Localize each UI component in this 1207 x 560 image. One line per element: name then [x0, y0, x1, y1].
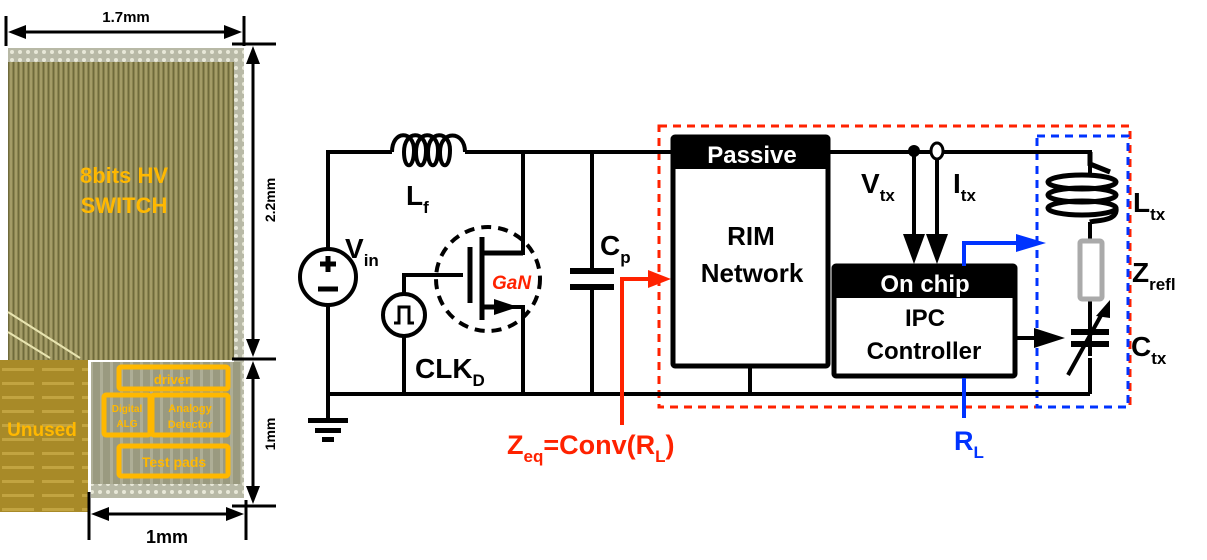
vin-label: Vin	[345, 233, 379, 270]
dimension-width-bottom	[87, 492, 248, 540]
lf-label: Lf	[406, 180, 429, 217]
ltx-label: Ltx	[1133, 187, 1166, 224]
diagonal-trace	[7, 331, 51, 359]
gan-label: GaN	[492, 273, 532, 294]
lf-inductor	[390, 133, 467, 168]
dimension-width-top	[4, 16, 246, 46]
zeq-label: Zeq=Conv(RL)	[507, 430, 675, 466]
unused-label: Unused	[7, 420, 77, 441]
vin-source	[298, 247, 358, 307]
dimension-height-top-label: 2.2mm	[262, 178, 278, 222]
hv-switch-die	[8, 48, 242, 360]
ipc-label-line1: IPC	[905, 305, 945, 332]
cp-capacitor	[570, 268, 614, 290]
rl-label: RL	[954, 426, 984, 462]
test-pads-block	[116, 443, 231, 479]
chip-photo: 8bits HV SWITCH Unused driver Digital AL…	[0, 9, 278, 547]
rim-label-line2: Network	[701, 258, 804, 288]
dimension-height-bottom	[232, 361, 276, 508]
ctx-variable-capacitor	[1066, 300, 1110, 376]
zeq-arrow	[620, 270, 671, 425]
dimension-height-bottom-label: 1mm	[262, 418, 278, 451]
ipc-controller-block	[831, 263, 1018, 379]
vtx-itx-probes	[903, 141, 948, 264]
onchip-header: On chip	[880, 271, 969, 298]
bottom-pad-row	[91, 484, 241, 498]
zrefl-label: Zrefl	[1132, 257, 1176, 294]
diagonal-trace	[7, 311, 81, 359]
dimension-height-top	[232, 42, 276, 361]
driver-block	[116, 364, 231, 392]
clk-source	[381, 292, 427, 338]
digital-label-line2: ALG	[116, 419, 137, 430]
ltx-coil	[1045, 152, 1119, 225]
unused-area	[0, 360, 88, 512]
ground-icon	[308, 418, 348, 442]
hv-switch-label-line2: SWITCH	[81, 193, 168, 218]
passive-header: Passive	[707, 142, 796, 169]
ipc-label-line2: Controller	[867, 338, 982, 365]
dimension-width-top-label: 1.7mm	[102, 9, 150, 26]
cp-label: Cp	[600, 230, 631, 267]
clk-label: CLKD	[415, 353, 485, 390]
itx-label: Itx	[953, 168, 976, 205]
right-pad-column	[234, 48, 244, 498]
circuit-schematic: Lf Vin CLKD GaN	[298, 124, 1176, 466]
driver-label: driver	[154, 372, 190, 387]
blue-dashed-boundary	[1035, 134, 1130, 409]
ctx-label: Ctx	[1131, 331, 1167, 368]
hv-switch-label-line1: 8bits HV	[80, 163, 168, 188]
analog-label-line2: Detector	[168, 419, 213, 431]
zrefl-impedance	[1077, 238, 1105, 302]
test-pads-label: Test pads	[142, 454, 207, 470]
top-pad-row	[8, 48, 242, 62]
ctx-control-arrow	[1015, 328, 1065, 348]
digital-label-line1: Digital	[112, 404, 143, 415]
analog-detector-block	[149, 392, 231, 438]
vtx-label: Vtx	[861, 168, 895, 205]
red-dashed-boundary	[657, 124, 1132, 409]
gan-transistor	[434, 225, 542, 333]
dimension-width-bottom-label: 1mm	[146, 527, 188, 547]
rim-label-line1: RIM	[727, 221, 775, 251]
rim-network-block	[670, 134, 831, 369]
analog-label-line1: Analogy	[168, 403, 212, 415]
rl-arrow	[962, 234, 1046, 418]
